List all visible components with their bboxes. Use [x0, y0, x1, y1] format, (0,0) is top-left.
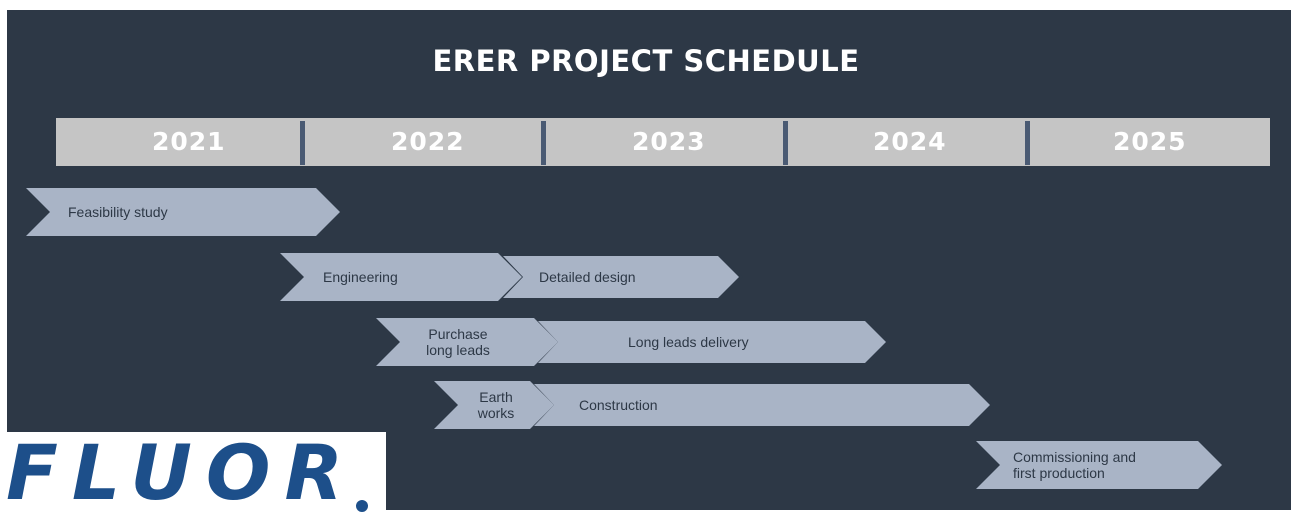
year-label-2023: 2023	[632, 127, 706, 156]
year-label-2025: 2025	[1113, 127, 1187, 156]
year-separator	[1025, 121, 1030, 165]
year-separator	[300, 121, 305, 165]
task-label-line: Purchase	[428, 326, 488, 342]
task-label: Purchase long leads	[412, 326, 504, 358]
logo-dot	[356, 500, 368, 512]
year-label-2021: 2021	[152, 127, 226, 156]
task-purchase-long-leads: Purchase long leads	[376, 318, 562, 366]
task-label: Engineering	[323, 269, 398, 285]
logo-background	[0, 432, 386, 510]
year-separator	[783, 121, 788, 165]
task-construction: Construction	[530, 381, 994, 429]
task-label-line: Earth	[479, 389, 513, 405]
year-label-2024: 2024	[873, 127, 947, 156]
diagram-title: ERER PROJECT SCHEDULE	[432, 44, 860, 78]
task-long-leads-delivery: Long leads delivery	[534, 318, 890, 366]
task-detailed-design: Detailed design	[499, 253, 743, 301]
task-label: Feasibility study	[68, 204, 168, 220]
task-label-line: long leads	[426, 342, 490, 358]
year-label-2022: 2022	[391, 127, 465, 156]
year-separator	[541, 121, 546, 165]
fluor-logo: FLUOR	[6, 428, 358, 517]
task-label-line: works	[477, 405, 515, 421]
task-label-line: Commissioning and	[1013, 449, 1136, 465]
task-label: Construction	[579, 397, 658, 413]
task-label: Detailed design	[539, 269, 636, 285]
task-label: Long leads delivery	[628, 334, 749, 350]
task-label: Commissioning and first production	[1013, 449, 1136, 481]
task-commissioning: Commissioning and first production	[976, 441, 1222, 489]
task-engineering: Engineering	[280, 253, 522, 301]
task-feasibility-study: Feasibility study	[26, 188, 340, 236]
task-label-line: first production	[1013, 465, 1105, 481]
year-timeline-bar: 2021 2022 2023 2024 2025	[56, 118, 1270, 166]
task-label: Earth works	[470, 389, 522, 421]
